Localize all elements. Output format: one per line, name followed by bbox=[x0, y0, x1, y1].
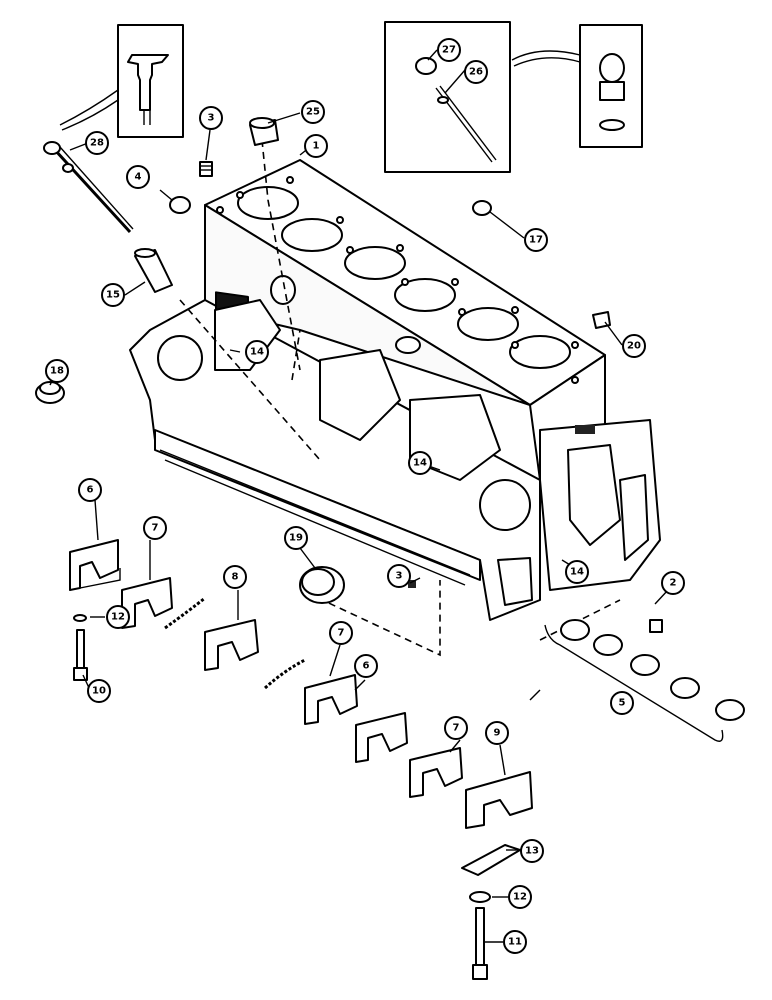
bearing-cap-8 bbox=[204, 619, 259, 671]
svg-text:12: 12 bbox=[111, 612, 125, 623]
svg-text:18: 18 bbox=[50, 366, 64, 377]
expansion-plug-19 bbox=[299, 566, 345, 604]
callout-1: 1 bbox=[304, 134, 328, 158]
svg-text:27: 27 bbox=[442, 45, 456, 56]
svg-text:5: 5 bbox=[619, 698, 626, 709]
callout-17: 17 bbox=[524, 228, 548, 252]
svg-text:9: 9 bbox=[494, 728, 501, 739]
callout-6-upper: 6 bbox=[78, 478, 102, 502]
callout-15: 15 bbox=[101, 283, 125, 307]
callout-4: 4 bbox=[126, 165, 150, 189]
svg-text:26: 26 bbox=[469, 67, 483, 78]
dipstick-tube-sleeve bbox=[134, 248, 173, 293]
cylinder-block bbox=[129, 159, 661, 621]
bearing-cap-7-middle bbox=[304, 674, 358, 725]
dipstick-tube-inset bbox=[59, 24, 184, 138]
callout-3-upper: 3 bbox=[199, 106, 223, 130]
svg-text:8: 8 bbox=[232, 572, 239, 583]
pipe-plug-3-lower bbox=[408, 580, 416, 588]
breather-fitting-25 bbox=[249, 117, 279, 146]
washer-12 bbox=[469, 891, 491, 903]
callout-26: 26 bbox=[464, 60, 488, 84]
svg-text:19: 19 bbox=[289, 533, 303, 544]
callout-14-left: 14 bbox=[245, 340, 269, 364]
svg-text:2: 2 bbox=[670, 578, 677, 589]
svg-text:12: 12 bbox=[513, 892, 527, 903]
callout-27: 27 bbox=[437, 38, 461, 62]
svg-text:10: 10 bbox=[92, 686, 106, 697]
svg-text:25: 25 bbox=[306, 107, 320, 118]
bearing-cap-7-lower bbox=[409, 747, 463, 798]
expansion-plug-4 bbox=[169, 196, 191, 214]
callout-13: 13 bbox=[520, 839, 544, 863]
callout-11: 11 bbox=[503, 930, 527, 954]
callout-7-upper: 7 bbox=[143, 516, 167, 540]
callout-28: 28 bbox=[85, 131, 109, 155]
callout-12-lower: 12 bbox=[508, 885, 532, 909]
callout-5: 5 bbox=[610, 691, 634, 715]
svg-text:6: 6 bbox=[363, 661, 370, 672]
expansion-plug-17 bbox=[472, 200, 492, 216]
svg-text:14: 14 bbox=[570, 567, 584, 578]
cap-bolt-11 bbox=[472, 907, 488, 980]
camshaft-bushings bbox=[544, 619, 745, 742]
svg-text:7: 7 bbox=[338, 628, 345, 639]
svg-text:6: 6 bbox=[87, 485, 94, 496]
svg-text:3: 3 bbox=[396, 571, 403, 582]
bearing-cap-6-lower bbox=[355, 712, 408, 763]
svg-text:17: 17 bbox=[529, 235, 543, 246]
svg-text:20: 20 bbox=[627, 341, 641, 352]
svg-text:4: 4 bbox=[135, 172, 142, 183]
svg-text:14: 14 bbox=[413, 458, 427, 469]
callout-7-lower: 7 bbox=[444, 716, 468, 740]
dipstick-tube bbox=[43, 141, 134, 234]
callout-3-lower: 3 bbox=[387, 564, 411, 588]
callout-19: 19 bbox=[284, 526, 308, 550]
svg-text:13: 13 bbox=[525, 846, 539, 857]
callout-10: 10 bbox=[87, 679, 111, 703]
callout-14-center: 14 bbox=[408, 451, 432, 475]
svg-text:1: 1 bbox=[313, 141, 320, 152]
svg-text:11: 11 bbox=[508, 937, 522, 948]
pipe-plug-2 bbox=[649, 619, 663, 633]
svg-text:14: 14 bbox=[250, 347, 264, 358]
svg-text:7: 7 bbox=[152, 523, 159, 534]
svg-text:28: 28 bbox=[90, 138, 104, 149]
callout-7-middle: 7 bbox=[329, 621, 353, 645]
callout-25: 25 bbox=[301, 100, 325, 124]
bearing-cap-9 bbox=[465, 771, 533, 829]
callout-9: 9 bbox=[485, 721, 509, 745]
callout-2: 2 bbox=[661, 571, 685, 595]
cap-bolt-10 bbox=[73, 614, 88, 681]
svg-text:7: 7 bbox=[453, 723, 460, 734]
callout-6-lower: 6 bbox=[354, 654, 378, 678]
pipe-plug-3 bbox=[199, 161, 213, 177]
bearing-cap-7-upper bbox=[121, 577, 173, 629]
callout-18: 18 bbox=[45, 359, 69, 383]
bearing-cap-6-upper bbox=[69, 539, 121, 591]
callout-12-upper: 12 bbox=[106, 605, 130, 629]
svg-text:15: 15 bbox=[106, 290, 120, 301]
expansion-plug-18 bbox=[35, 381, 65, 404]
svg-text:3: 3 bbox=[208, 113, 215, 124]
callout-20: 20 bbox=[622, 334, 646, 358]
dipstick-cap-inset bbox=[511, 24, 643, 148]
dipstick-inset bbox=[384, 21, 511, 173]
callout-8: 8 bbox=[223, 565, 247, 589]
callout-14-right: 14 bbox=[565, 560, 589, 584]
